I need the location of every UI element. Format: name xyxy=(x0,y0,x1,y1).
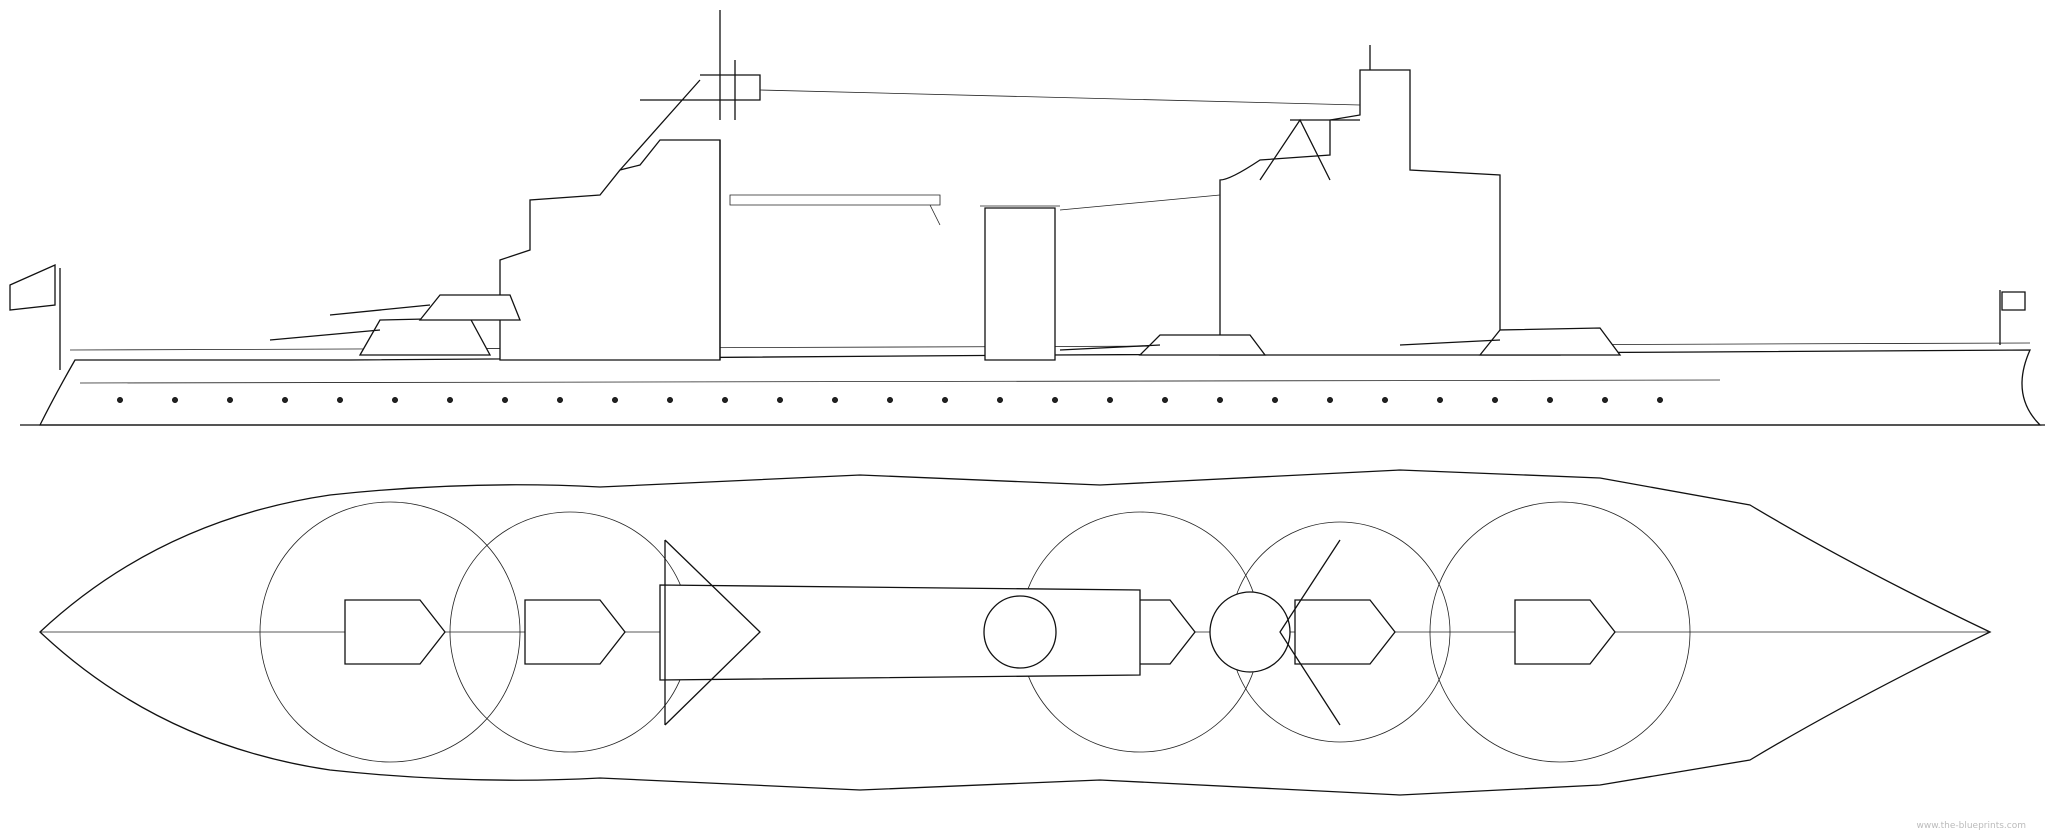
porthole xyxy=(1657,397,1663,403)
turret-3 xyxy=(1138,334,1267,356)
funnel xyxy=(984,207,1056,361)
porthole xyxy=(392,397,398,403)
porthole xyxy=(227,397,233,403)
porthole xyxy=(722,397,728,403)
turret-arc xyxy=(1429,501,1691,763)
turret-plan xyxy=(1294,599,1396,665)
porthole xyxy=(1382,397,1388,403)
porthole xyxy=(502,397,508,403)
superstructure-plan xyxy=(659,584,1141,681)
porthole xyxy=(447,397,453,403)
porthole xyxy=(117,397,123,403)
funnel-plan xyxy=(983,595,1057,669)
portholes xyxy=(117,397,1663,403)
porthole xyxy=(942,397,948,403)
porthole xyxy=(887,397,893,403)
hull-side xyxy=(38,349,2042,426)
porthole xyxy=(1107,397,1113,403)
porthole xyxy=(557,397,563,403)
turret-2 xyxy=(418,294,521,321)
aft-mast xyxy=(1259,45,1371,181)
armor-belt xyxy=(79,379,1721,384)
stay-wire xyxy=(759,89,1361,211)
crane xyxy=(729,194,941,226)
forward-superstructure xyxy=(499,139,721,361)
porthole xyxy=(832,397,838,403)
porthole xyxy=(1272,397,1278,403)
porthole xyxy=(172,397,178,403)
porthole xyxy=(282,397,288,403)
gun-barrels xyxy=(269,304,1501,351)
porthole xyxy=(1217,397,1223,403)
porthole xyxy=(1602,397,1608,403)
turret-1 xyxy=(358,317,492,356)
turret-plan xyxy=(524,599,626,665)
porthole xyxy=(337,397,343,403)
stern-flag xyxy=(9,263,61,370)
forward-mast xyxy=(619,10,761,360)
porthole xyxy=(1437,397,1443,403)
porthole xyxy=(667,397,673,403)
porthole xyxy=(777,397,783,403)
aft-tower-plan xyxy=(1209,591,1291,673)
aft-mast-plan xyxy=(1279,539,1341,726)
side-profile-view xyxy=(9,10,2045,426)
porthole xyxy=(612,397,618,403)
porthole xyxy=(997,397,1003,403)
porthole xyxy=(1052,397,1058,403)
porthole xyxy=(1492,397,1498,403)
turret-4 xyxy=(1478,327,1622,356)
watermark: www.the-blueprints.com xyxy=(1916,821,2026,831)
bow-flag xyxy=(1999,290,2026,345)
top-plan-view xyxy=(39,469,1992,796)
aft-superstructure xyxy=(1219,69,1561,356)
forward-mast-plan xyxy=(664,539,761,726)
turret-plan xyxy=(344,599,446,665)
porthole xyxy=(1547,397,1553,403)
porthole xyxy=(1327,397,1333,403)
turret-plan xyxy=(1514,599,1616,665)
turret-arc xyxy=(259,501,521,763)
porthole xyxy=(1162,397,1168,403)
